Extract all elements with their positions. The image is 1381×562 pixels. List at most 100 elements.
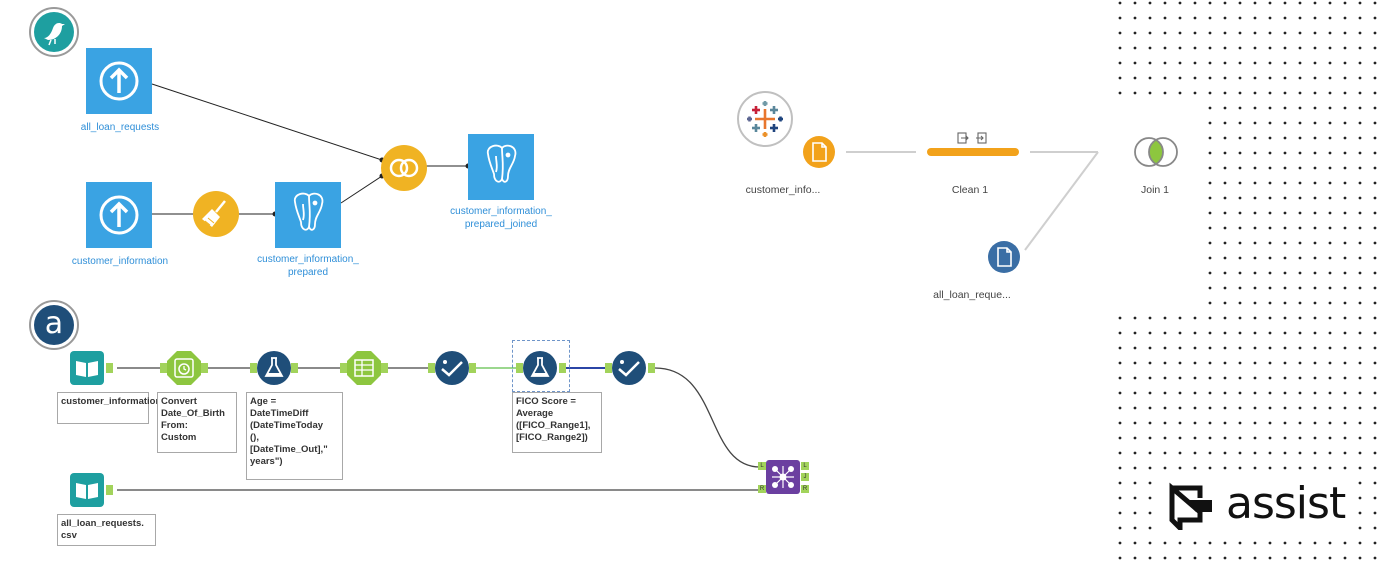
output-port[interactable]: [106, 363, 113, 373]
tableau-input-customer-info[interactable]: [802, 135, 836, 169]
output-port[interactable]: [648, 363, 655, 373]
dot: [1268, 346, 1272, 350]
dot: [1268, 181, 1272, 185]
dot: [1148, 331, 1152, 335]
output-port[interactable]: [106, 485, 113, 495]
dot: [1163, 406, 1167, 410]
input-port[interactable]: [428, 363, 435, 373]
postgres-tile-customer-information-prepared[interactable]: [275, 182, 341, 248]
input-port[interactable]: [250, 363, 257, 373]
dot: [1313, 436, 1317, 440]
dot: [1283, 436, 1287, 440]
dot: [1223, 346, 1227, 350]
tableau-input-all-loan[interactable]: [987, 240, 1021, 274]
join-node[interactable]: [380, 144, 428, 192]
input-tool-all-loan-requests[interactable]: [70, 473, 104, 507]
join-left-output-port[interactable]: L: [801, 462, 809, 470]
dot: [1298, 241, 1302, 245]
input-port[interactable]: [340, 363, 347, 373]
join-right-input-port[interactable]: R: [758, 485, 766, 493]
auto-field-tool[interactable]: [435, 351, 469, 385]
formula-tool-age[interactable]: [257, 351, 291, 385]
dot: [1178, 16, 1182, 20]
dot: [1268, 331, 1272, 335]
dot: [1358, 226, 1362, 230]
dot: [1193, 391, 1197, 395]
flask-icon: [523, 351, 557, 385]
dot: [1313, 466, 1317, 470]
dot: [1298, 166, 1302, 170]
output-port[interactable]: [469, 363, 476, 373]
dot: [1118, 361, 1122, 365]
dot: [1238, 376, 1242, 380]
dot: [1313, 331, 1317, 335]
dot: [1253, 211, 1257, 215]
dot: [1283, 301, 1287, 305]
dot: [1163, 91, 1167, 95]
tableau-join-node[interactable]: [1131, 135, 1181, 169]
input-port[interactable]: [605, 363, 612, 373]
dot: [1268, 46, 1272, 50]
datetime-tool[interactable]: [167, 351, 201, 385]
tableau-label-customer-info: customer_info...: [745, 184, 821, 196]
dot: [1328, 151, 1332, 155]
dot: [1178, 406, 1182, 410]
dot: [1373, 241, 1377, 245]
dot: [1193, 376, 1197, 380]
input-port[interactable]: [160, 363, 167, 373]
dot: [1223, 121, 1227, 125]
dot: [1268, 466, 1272, 470]
clean-step-icons[interactable]: [956, 131, 990, 145]
output-port[interactable]: [201, 363, 208, 373]
dot: [1343, 76, 1347, 80]
tableau-connectors: [846, 148, 1099, 251]
dot: [1358, 376, 1362, 380]
upload-tile-customer-information[interactable]: [86, 182, 152, 248]
dot: [1208, 316, 1212, 320]
dot: [1298, 181, 1302, 185]
dot: [1268, 16, 1272, 20]
auto-field-tool-2[interactable]: [612, 351, 646, 385]
dot: [1133, 421, 1137, 425]
dot: [1223, 211, 1227, 215]
dot: [1253, 556, 1257, 560]
postgres-tile-customer-information-prepared-joined[interactable]: [468, 134, 534, 200]
select-tool[interactable]: [347, 351, 381, 385]
dot: [1253, 421, 1257, 425]
dot: [1148, 526, 1152, 530]
dot: [1253, 466, 1257, 470]
assist-logo-icon: [1169, 482, 1212, 530]
dot: [1328, 346, 1332, 350]
dot: [1268, 436, 1272, 440]
dot: [1283, 196, 1287, 200]
dot: [1253, 181, 1257, 185]
dot: [1358, 211, 1362, 215]
assist-brand-text: assist: [1226, 478, 1346, 529]
join-right-output-port[interactable]: R: [801, 485, 809, 493]
upload-tile-all-loan-requests[interactable]: [86, 48, 152, 114]
join-left-input-port[interactable]: L: [758, 462, 766, 470]
formula-tool-fico[interactable]: [523, 351, 557, 385]
output-port[interactable]: [381, 363, 388, 373]
broom-clean-node[interactable]: [192, 190, 240, 238]
output-port[interactable]: [559, 363, 566, 373]
dot: [1253, 541, 1257, 545]
join-tool[interactable]: [766, 460, 800, 494]
dot: [1118, 91, 1122, 95]
dot: [1193, 16, 1197, 20]
dot: [1253, 451, 1257, 455]
dot: [1358, 466, 1362, 470]
input-tool-customer-information[interactable]: [70, 351, 104, 385]
dot: [1133, 481, 1137, 485]
dot: [1118, 46, 1122, 50]
dot: [1238, 271, 1242, 275]
dot: [1328, 226, 1332, 230]
output-port[interactable]: [291, 363, 298, 373]
dot: [1343, 151, 1347, 155]
dot: [1343, 241, 1347, 245]
dot: [1223, 136, 1227, 140]
dot: [1253, 436, 1257, 440]
dot: [1178, 31, 1182, 35]
join-j-output-port[interactable]: J: [801, 473, 809, 481]
input-port[interactable]: [516, 363, 523, 373]
